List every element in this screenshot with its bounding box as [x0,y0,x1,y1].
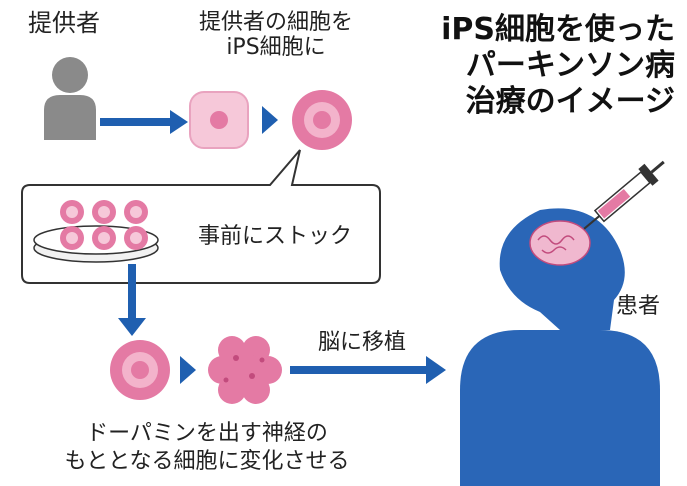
syringe-icon [583,160,665,230]
dopamine-label: ドーパミンを出す神経の もととなる細胞に変化させる [12,420,402,475]
convert-label-line-1: 提供者の細胞を [198,10,353,35]
transplant-label: 脳に移植 [318,330,407,355]
donor-label: 提供者 [28,9,100,37]
arrow-transplant [290,356,446,384]
diagram-title: iPS細胞を使った パーキンソン病 治療のイメージ [441,12,675,120]
stock-label: 事前にストック [198,224,353,249]
convert-label: 提供者の細胞を iPS細胞に [176,10,376,61]
arrow-stock-to-differentiation [118,264,146,336]
transition-triangle-2 [180,356,196,384]
donor-person-icon [44,57,96,140]
ips-cell-icon [292,90,352,150]
brain-icon [529,220,591,266]
title-line-3: 治療のイメージ [465,84,675,119]
convert-label-line-2: iPS細胞に [226,35,326,61]
arrow-donor-to-cell [100,110,188,134]
donor-cell-icon [189,91,249,149]
transition-triangle-1 [262,106,278,134]
dopamine-label-line-2: もととなる細胞に変化させる [64,448,350,474]
title-line-1: iPS細胞を使った [441,12,675,47]
patient-label: 患者 [616,294,661,319]
title-line-2: パーキンソン病 [465,48,675,83]
culture-dish-icon [33,200,159,263]
neural-cell-cluster-icon [208,336,282,404]
ips-cell-bottom-icon [110,340,170,400]
dopamine-label-line-1: ドーパミンを出す神経の [86,421,328,446]
